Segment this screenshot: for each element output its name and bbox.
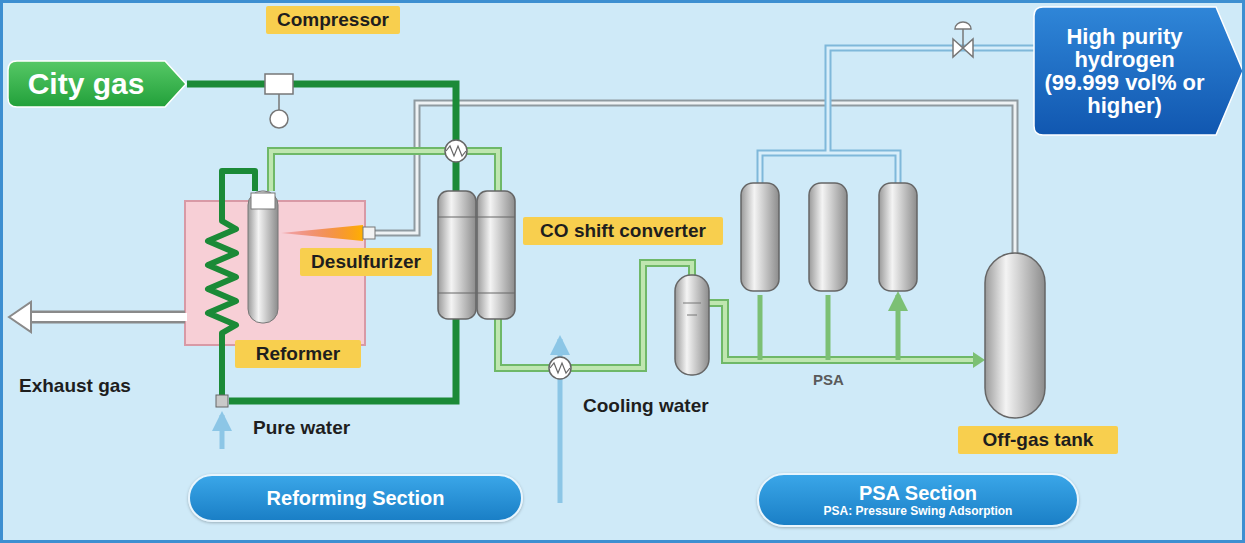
section-pill: PSA SectionPSA: Pressure Swing Adsorptio… xyxy=(757,473,1079,527)
stream-label: PSA xyxy=(813,371,844,388)
reformer-tube-cap xyxy=(251,193,275,209)
stream-label: Cooling water xyxy=(583,395,709,417)
section-title: Reforming Section xyxy=(267,487,445,510)
equipment-tag: CO shift converter xyxy=(523,217,723,245)
equipment-name: Off-gas tank xyxy=(968,429,1108,451)
psa-feed-pipes xyxy=(760,295,898,360)
arrow-label: City gas xyxy=(11,68,161,100)
compressor-shaft xyxy=(278,94,280,110)
arrow-label-shape: City gas xyxy=(7,60,187,108)
equipment-tag: Compressor xyxy=(266,6,400,34)
equipment-tag: Off-gas tank xyxy=(958,426,1118,454)
arrow-outline xyxy=(1034,7,1243,135)
pure-water-pipe xyxy=(220,415,225,449)
equipment-tag: Desulfurizer xyxy=(300,248,432,276)
exchanger-coil xyxy=(446,146,466,156)
equipment-tag: Reformer xyxy=(235,340,361,368)
mixing-tee xyxy=(216,395,228,407)
off-gas-tank-vessel xyxy=(985,253,1045,418)
hydrogen-pipe xyxy=(760,48,1035,183)
compressor-motor xyxy=(270,110,288,128)
exchanger-coil xyxy=(550,363,570,373)
section-title: PSA Section xyxy=(859,482,977,505)
stream-label: Exhaust gas xyxy=(19,375,131,397)
arrow-text-area: High purity hydrogen (99.999 vol% or hig… xyxy=(1033,6,1216,136)
arrow-text-area: City gas xyxy=(7,60,165,108)
psa-vessel xyxy=(741,183,779,291)
valve-stem xyxy=(962,29,964,48)
process-gas-pipe xyxy=(271,151,978,368)
exchanger-body xyxy=(445,140,467,162)
section-note: PSA: Pressure Swing Adsorption xyxy=(824,505,1013,519)
section-pill: Reforming Section xyxy=(188,474,523,522)
valve-actuator xyxy=(955,22,971,29)
psa-vessel xyxy=(879,183,917,291)
vessel-seams xyxy=(438,217,515,293)
equipment-name: Desulfurizer xyxy=(310,251,422,273)
valve-symbol xyxy=(953,22,973,57)
psa-vessel xyxy=(809,183,847,291)
exhaust-arrow-head xyxy=(9,302,31,332)
exchanger-body xyxy=(549,357,571,379)
stream-label: Pure water xyxy=(253,417,350,439)
arrow-outline xyxy=(8,61,186,107)
exhaust-pipe xyxy=(29,313,187,321)
co-shift-vessel xyxy=(477,191,515,319)
arrow-label: High purity hydrogen (99.999 vol% or hig… xyxy=(1041,25,1209,117)
equipment-name: CO shift converter xyxy=(533,220,713,242)
separator-vessel xyxy=(675,275,709,375)
compressor-symbol xyxy=(265,74,293,128)
city-gas-pipe xyxy=(187,84,456,401)
separator-level xyxy=(683,303,701,315)
arrow-label-shape: High purity hydrogen (99.999 vol% or hig… xyxy=(1033,6,1244,136)
desulfurizer-vessel xyxy=(438,191,476,319)
equipment-name: Compressor xyxy=(276,9,390,31)
compressor-body xyxy=(265,74,293,94)
heat-exchanger xyxy=(445,140,467,162)
burner-flame xyxy=(281,225,363,241)
process-gas-pipe-outline xyxy=(271,151,978,368)
burner xyxy=(363,227,375,239)
reformer-tube xyxy=(248,191,278,323)
hydrogen-pipe-outline xyxy=(760,48,1035,183)
heat-exchanger xyxy=(549,357,571,379)
arrow-head xyxy=(973,352,985,368)
equipment-name: Reformer xyxy=(245,343,351,365)
